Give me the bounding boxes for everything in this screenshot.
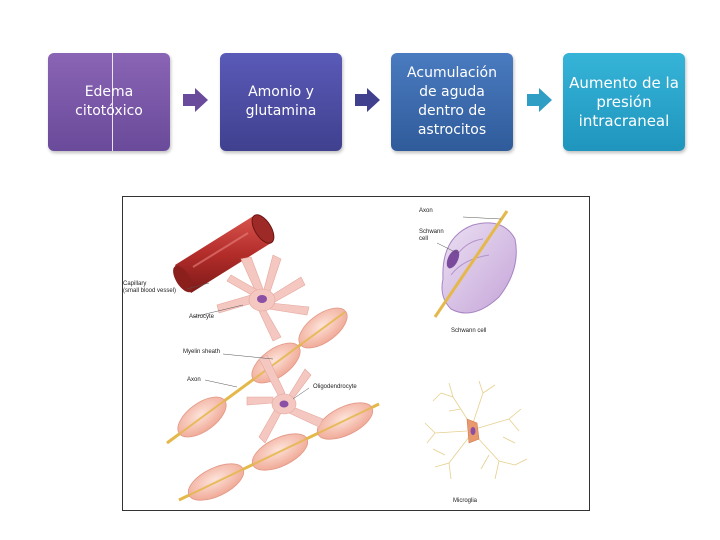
- divider-line: [112, 53, 113, 151]
- label-oligodendrocyte: Oligodendrocyte: [313, 384, 357, 390]
- label-leader-lines: [186, 282, 310, 400]
- right-arrow-icon: [355, 88, 380, 112]
- glial-cells-illustration: [166, 210, 528, 502]
- label-myelin-sheath: Myelin sheath: [183, 349, 221, 355]
- flow-step-label: Amonio y glutamina: [245, 84, 317, 119]
- flow-step-water-accumulation: Acumulación de aguda dentro de astrocito…: [391, 53, 513, 151]
- label-schwann-cell: Schwann cell: [419, 229, 444, 242]
- schwann-cell-illustration: [433, 210, 517, 318]
- capillary-vessel: [173, 214, 275, 293]
- right-arrow-icon: [527, 88, 552, 112]
- oligodendrocyte-cell: [246, 354, 324, 444]
- microglia-body: [466, 418, 480, 444]
- flow-step-label: Acumulación de aguda dentro de astrocito…: [407, 65, 497, 138]
- label-axon-schwann: Axon: [419, 208, 433, 214]
- flow-step-label: Aumento de la presión intracraneal: [569, 73, 679, 130]
- label-astrocyte: Astrocyte: [189, 314, 215, 320]
- flow-step-ammonia: Amonio y glutamina: [220, 53, 342, 151]
- label-capillary: Capillary (small blood vessel): [123, 281, 177, 294]
- label-microglia: Microglia: [453, 498, 478, 504]
- microglia-cell: [424, 380, 528, 480]
- astrocyte-cell: [216, 254, 310, 342]
- flow-step-label: Edema citotóxico: [75, 84, 143, 119]
- right-arrow-icon: [183, 88, 208, 112]
- label-axon: Axon: [187, 377, 201, 383]
- flow-step-edema: Edema citotóxico: [48, 53, 170, 151]
- glial-cells-figure: Capillary (small blood vessel) Astrocyte…: [122, 196, 590, 511]
- flow-step-intracranial-pressure: Aumento de la presión intracraneal: [563, 53, 685, 151]
- label-schwann-cell-caption: Schwann cell: [451, 328, 487, 334]
